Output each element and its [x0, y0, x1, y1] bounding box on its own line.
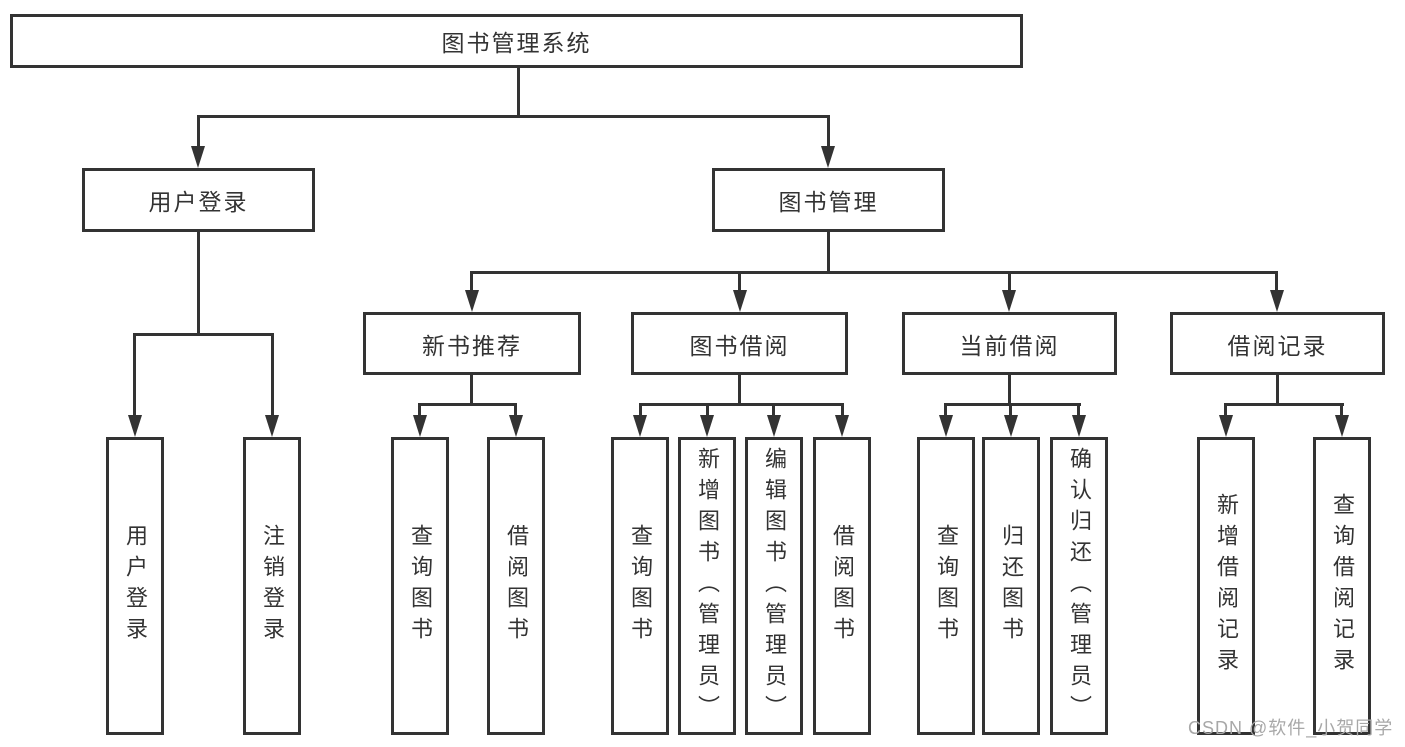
connector-drop-book-borrow — [738, 271, 741, 293]
node-book-mgmt: 图书管理 — [712, 168, 945, 232]
connector-drop-cb-query — [944, 403, 947, 417]
connector-br-bar — [1224, 403, 1344, 406]
connector-root-stem — [517, 68, 520, 118]
leaf-nbr-borrow-books: 借阅图书 — [487, 437, 545, 735]
connector-bb-stem — [738, 375, 741, 406]
connector-drop-leaf-user-login — [133, 333, 136, 417]
leaf-br-add-record: 新增借阅记录 — [1197, 437, 1255, 735]
arrowhead-cb-return — [1004, 415, 1018, 437]
connector-drop-leaf-logout — [271, 333, 274, 417]
csdn-watermark: CSDN @软件_小贺同学 — [1188, 718, 1394, 738]
connector-root-bar — [197, 115, 830, 118]
connector-drop-bb-borrow — [841, 403, 844, 417]
leaf-nbr-query-books: 查询图书 — [391, 437, 449, 735]
arrowhead-br-query — [1335, 415, 1349, 437]
connector-drop-bb-query — [639, 403, 642, 417]
leaf-logout: 注销登录 — [243, 437, 301, 735]
connector-nbr-bar — [418, 403, 517, 406]
leaf-br-query-record: 查询借阅记录 — [1313, 437, 1371, 735]
connector-drop-br-add — [1224, 403, 1227, 417]
leaf-cb-confirm-return-admin: 确认归还（管理员） — [1050, 437, 1108, 735]
connector-bookmgmt-bar — [470, 271, 1278, 274]
leaf-bb-add-books-admin: 新增图书（管理员） — [678, 437, 736, 735]
arrowhead-leaf-logout — [265, 415, 279, 437]
connector-drop-cb-return — [1009, 403, 1012, 417]
connector-bookmgmt-stem — [827, 232, 830, 274]
leaf-cb-query-books: 查询图书 — [917, 437, 975, 735]
arrowhead-book-borrow — [733, 290, 747, 312]
connector-drop-nbr-query — [418, 403, 421, 417]
connector-drop-borrow-records — [1275, 271, 1278, 293]
connector-drop-user-login — [197, 115, 200, 148]
leaf-cb-return-books: 归还图书 — [982, 437, 1040, 735]
node-borrow-records: 借阅记录 — [1170, 312, 1385, 375]
node-root: 图书管理系统 — [10, 14, 1023, 68]
arrowhead-nbr-query — [413, 415, 427, 437]
arrowhead-leaf-user-login — [128, 415, 142, 437]
leaf-bb-borrow-books: 借阅图书 — [813, 437, 871, 735]
connector-drop-cb-confirm — [1077, 403, 1080, 417]
node-new-book-rec: 新书推荐 — [363, 312, 581, 375]
node-current-borrow: 当前借阅 — [902, 312, 1117, 375]
arrowhead-cb-query — [939, 415, 953, 437]
arrowhead-user-login — [191, 146, 205, 168]
leaf-bb-edit-books-admin: 编辑图书（管理员） — [745, 437, 803, 735]
connector-br-stem — [1276, 375, 1279, 406]
connector-drop-current-borrow — [1008, 271, 1011, 293]
connector-cb-bar — [944, 403, 1081, 406]
connector-userlogin-stem — [197, 232, 200, 336]
connector-drop-bb-edit — [772, 403, 775, 417]
arrowhead-bb-query — [633, 415, 647, 437]
node-book-borrow: 图书借阅 — [631, 312, 848, 375]
arrowhead-nbr-borrow — [509, 415, 523, 437]
arrowhead-current-borrow — [1002, 290, 1016, 312]
leaf-user-login: 用户登录 — [106, 437, 164, 735]
connector-drop-bb-add — [706, 403, 709, 417]
connector-nbr-stem — [470, 375, 473, 406]
connector-drop-new-book-rec — [470, 271, 473, 293]
node-user-login: 用户登录 — [82, 168, 315, 232]
arrowhead-bb-add — [700, 415, 714, 437]
connector-drop-book-mgmt — [827, 115, 830, 148]
arrowhead-new-book-rec — [465, 290, 479, 312]
connector-userlogin-bar — [133, 333, 274, 336]
arrowhead-borrow-records — [1270, 290, 1284, 312]
connector-drop-br-query — [1340, 403, 1343, 417]
arrowhead-cb-confirm — [1072, 415, 1086, 437]
arrowhead-br-add — [1219, 415, 1233, 437]
leaf-bb-query-books: 查询图书 — [611, 437, 669, 735]
arrowhead-book-mgmt — [821, 146, 835, 168]
connector-bb-bar — [639, 403, 844, 406]
arrowhead-bb-edit — [767, 415, 781, 437]
connector-cb-stem — [1008, 375, 1011, 406]
arrowhead-bb-borrow — [835, 415, 849, 437]
connector-drop-nbr-borrow — [514, 403, 517, 417]
